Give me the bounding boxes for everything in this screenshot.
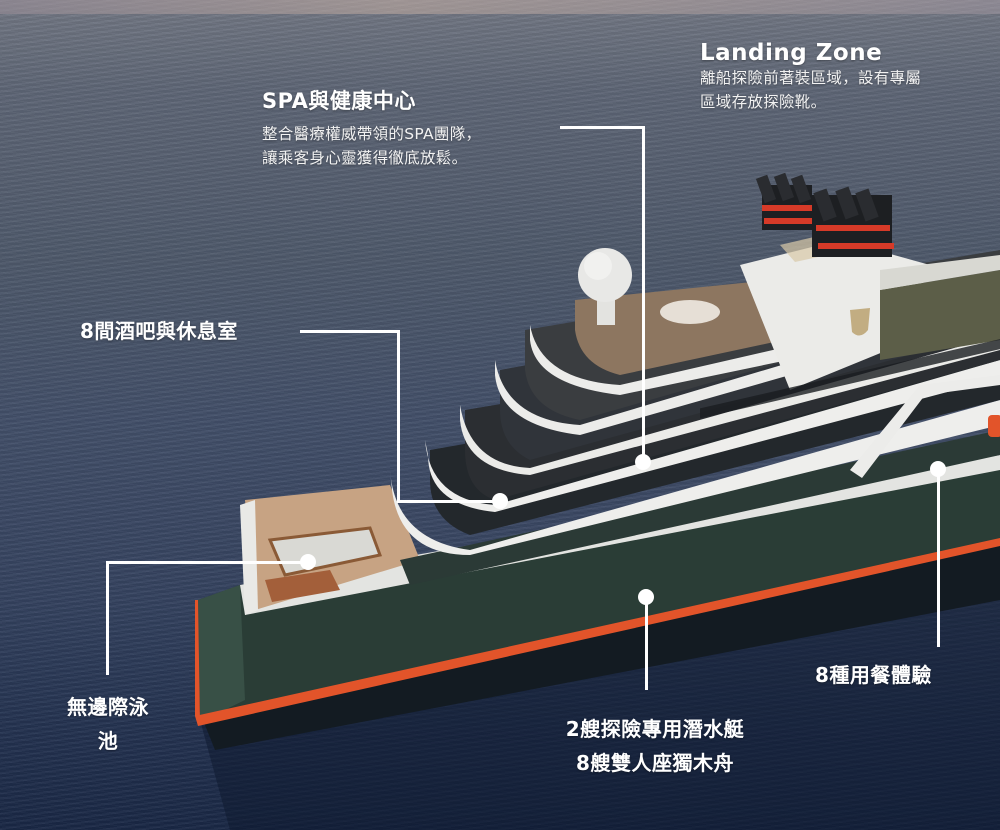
pool-connector-h	[106, 561, 308, 564]
bars-hotspot[interactable]	[492, 493, 508, 509]
callout-bars: 8間酒吧與休息室	[80, 318, 238, 344]
pool-hotspot[interactable]	[300, 554, 316, 570]
horizon	[0, 0, 1000, 14]
spa-desc-line1: 整合醫療權威帶領的SPA團隊，	[262, 125, 482, 143]
landing-zone-desc-line1: 離船探險前著裝區域，設有專屬	[700, 69, 922, 87]
callout-pool: 無邊際泳 池	[52, 690, 164, 758]
bars-connector-v	[397, 330, 400, 503]
callout-spa: SPA與健康中心 整合醫療權威帶領的SPA團隊， 讓乘客身心靈獲得徹底放鬆。	[262, 88, 481, 170]
dining-connector-v	[937, 469, 940, 647]
callout-submarines: 2艘探險專用潛水艇 8艘雙人座獨木舟	[520, 712, 790, 780]
pool-connector-v	[106, 561, 109, 675]
spa-title: SPA與健康中心	[262, 89, 416, 113]
spa-desc-line2: 讓乘客身心靈獲得徹底放鬆。	[262, 149, 468, 167]
dining-title: 8種用餐體驗	[815, 663, 932, 687]
bars-title: 8間酒吧與休息室	[80, 319, 238, 343]
spa-hotspot[interactable]	[635, 454, 651, 470]
landing-zone-desc-line2: 區域存放探險靴。	[700, 93, 827, 111]
callout-dining: 8種用餐體驗	[815, 662, 932, 688]
submarines-title-line1: 2艘探險專用潛水艇	[565, 717, 745, 741]
pool-title-line2: 池	[97, 729, 119, 753]
landing-zone-title: Landing Zone	[700, 40, 883, 66]
submarines-connector-v	[645, 597, 648, 690]
callout-landing-zone: Landing Zone 離船探險前著裝區域，設有專屬 區域存放探險靴。	[700, 40, 921, 114]
bars-connector-h2	[397, 500, 499, 503]
spa-connector-h	[560, 126, 644, 129]
submarines-title-line2: 8艘雙人座獨木舟	[576, 751, 734, 775]
spa-connector-v	[642, 126, 645, 462]
pool-title-line1: 無邊際泳	[67, 695, 149, 719]
bars-connector-h1	[300, 330, 400, 333]
